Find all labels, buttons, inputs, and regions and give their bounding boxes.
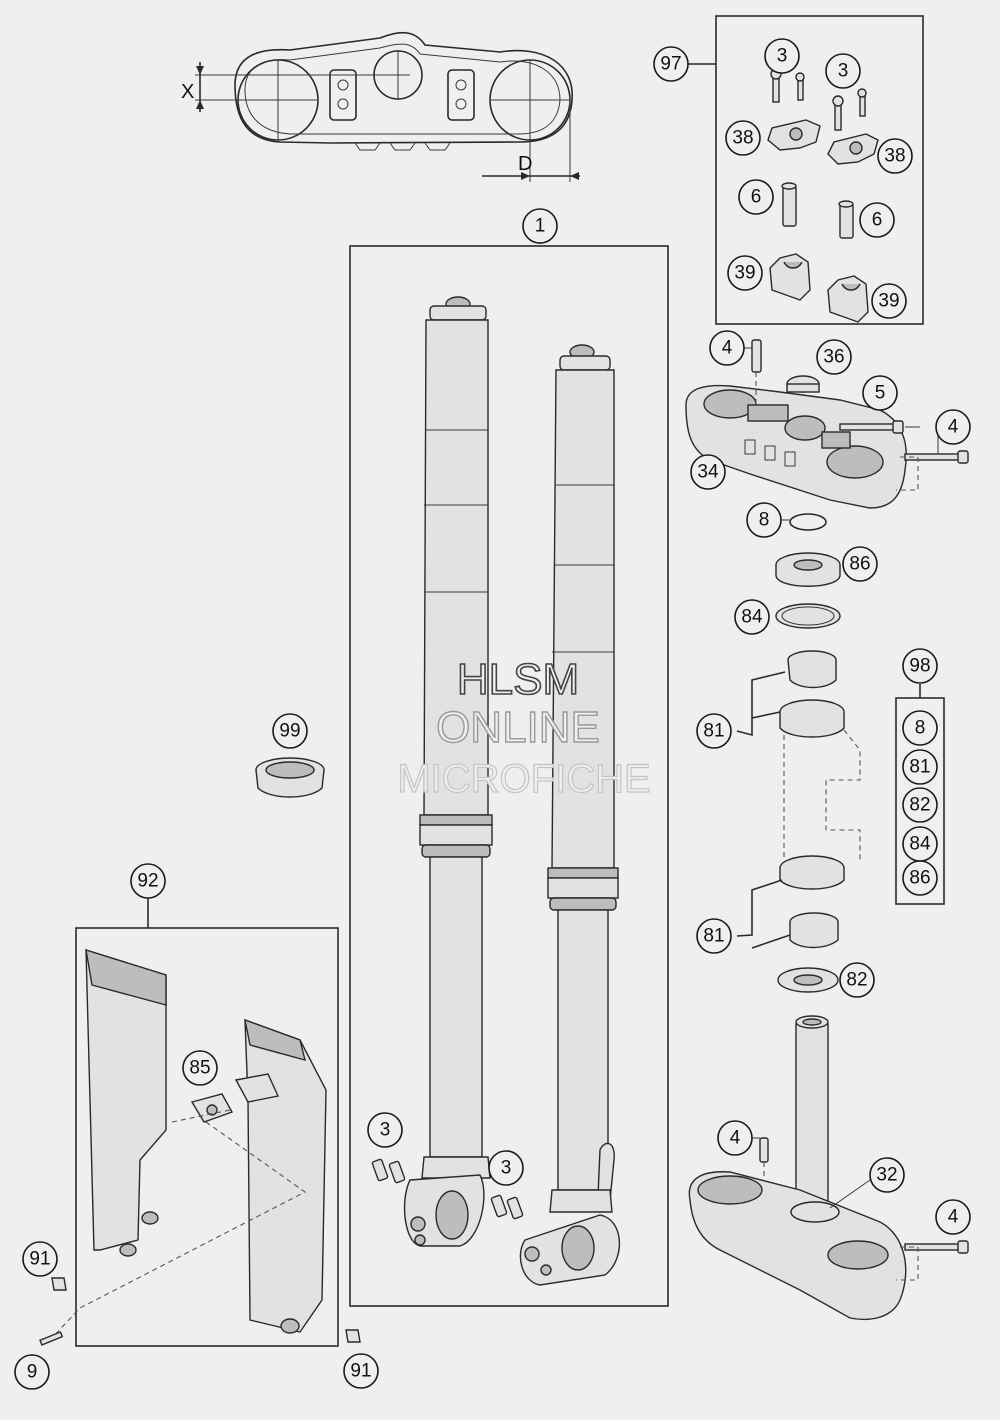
callout-34: 34 [690, 454, 726, 490]
callout-38-b: 38 [877, 138, 913, 174]
callout-kit98-84: 84 [902, 826, 938, 862]
callout-99: 99 [272, 713, 308, 749]
callout-4-upper: 4 [709, 330, 745, 366]
svg-text:86: 86 [909, 868, 930, 889]
svg-text:8: 8 [759, 510, 770, 531]
right-fork-leg [519, 344, 621, 1286]
watermark-line-2: ONLINE [436, 703, 600, 752]
callout-81-upper: 81 [696, 713, 732, 749]
svg-text:9: 9 [27, 1362, 38, 1383]
fork-clamp-screws [371, 1158, 524, 1220]
svg-text:8: 8 [915, 718, 926, 739]
watermark-line-3: MICROFICHE [397, 757, 650, 801]
callout-39-b: 39 [871, 283, 907, 319]
callout-36: 36 [816, 339, 852, 375]
fork-assembly-group [349, 226, 669, 1307]
svg-text:81: 81 [703, 721, 724, 742]
callout-84: 84 [734, 599, 770, 635]
callout-32: 32 [869, 1157, 905, 1193]
callout-8: 8 [746, 502, 782, 538]
callout-6-a: 6 [738, 179, 774, 215]
callout-3-kit-b: 3 [825, 53, 861, 89]
svg-text:6: 6 [872, 210, 883, 231]
callout-4-lower-right: 4 [935, 1199, 971, 1235]
svg-text:3: 3 [777, 46, 788, 67]
svg-text:1: 1 [535, 216, 546, 237]
svg-text:5: 5 [875, 383, 886, 404]
svg-text:39: 39 [734, 263, 755, 284]
svg-text:3: 3 [380, 1120, 391, 1141]
callout-1: 1 [522, 208, 558, 244]
callout-3-fork-right: 3 [488, 1150, 524, 1186]
dimension-x-label: X [181, 81, 194, 103]
kit-97-group [688, 15, 924, 325]
part-99-nut [255, 757, 325, 798]
watermark: HLSM ONLINE MICROFICHE [397, 654, 652, 801]
left-fork-leg [403, 296, 493, 1247]
upper-triple-clamp-34 [685, 339, 969, 509]
svg-text:38: 38 [884, 146, 905, 167]
callout-3-fork-left: 3 [367, 1112, 403, 1148]
callout-5: 5 [862, 375, 898, 411]
svg-text:84: 84 [909, 834, 931, 855]
watermark-line-1: HLSM [457, 655, 579, 704]
callout-kit98-86: 86 [902, 860, 938, 896]
callout-4-right: 4 [935, 409, 971, 445]
callout-39-a: 39 [727, 255, 763, 291]
triple-clamp-dimension-drawing: X D [181, 31, 580, 182]
svg-text:91: 91 [29, 1249, 50, 1270]
callout-92: 92 [130, 863, 166, 899]
callout-82: 82 [839, 962, 875, 998]
svg-text:85: 85 [189, 1058, 210, 1079]
svg-text:38: 38 [732, 128, 753, 149]
svg-text:4: 4 [948, 1207, 959, 1228]
callout-kit98-8: 8 [902, 710, 938, 746]
lower-triple-clamp-32 [688, 1015, 969, 1321]
svg-text:6: 6 [751, 187, 762, 208]
svg-text:92: 92 [137, 871, 158, 892]
callout-91-right: 91 [343, 1353, 379, 1389]
svg-text:99: 99 [279, 721, 300, 742]
svg-text:32: 32 [876, 1165, 897, 1186]
callout-kit98-82: 82 [902, 787, 938, 823]
svg-text:97: 97 [660, 54, 681, 75]
callout-kit98-81: 81 [902, 749, 938, 785]
svg-text:84: 84 [741, 607, 763, 628]
callout-91-left: 91 [22, 1241, 58, 1277]
svg-text:39: 39 [878, 291, 899, 312]
svg-text:4: 4 [730, 1128, 741, 1149]
kit-98-group [895, 684, 945, 905]
callout-85: 85 [182, 1050, 218, 1086]
svg-text:36: 36 [823, 347, 844, 368]
dimension-d-label: D [518, 153, 532, 175]
svg-text:4: 4 [948, 417, 959, 438]
callout-3-kit-a: 3 [764, 38, 800, 74]
callout-81-lower: 81 [696, 918, 732, 954]
callout-9: 9 [14, 1354, 50, 1390]
svg-text:82: 82 [846, 970, 867, 991]
callout-86: 86 [842, 546, 878, 582]
callout-4-lower: 4 [717, 1120, 753, 1156]
svg-text:4: 4 [722, 338, 733, 359]
callout-97: 97 [653, 46, 689, 82]
fork-guard-group [39, 898, 361, 1347]
callout-98: 98 [902, 648, 938, 684]
svg-text:34: 34 [697, 462, 719, 483]
svg-text:98: 98 [909, 656, 930, 677]
svg-text:81: 81 [703, 926, 724, 947]
svg-text:3: 3 [501, 1158, 512, 1179]
steering-bearing-stack [736, 513, 861, 993]
svg-text:91: 91 [350, 1361, 371, 1382]
svg-text:82: 82 [909, 795, 930, 816]
callout-6-b: 6 [859, 202, 895, 238]
callout-38-a: 38 [725, 120, 761, 156]
svg-text:86: 86 [849, 554, 870, 575]
svg-text:81: 81 [909, 757, 930, 778]
svg-text:3: 3 [838, 61, 849, 82]
